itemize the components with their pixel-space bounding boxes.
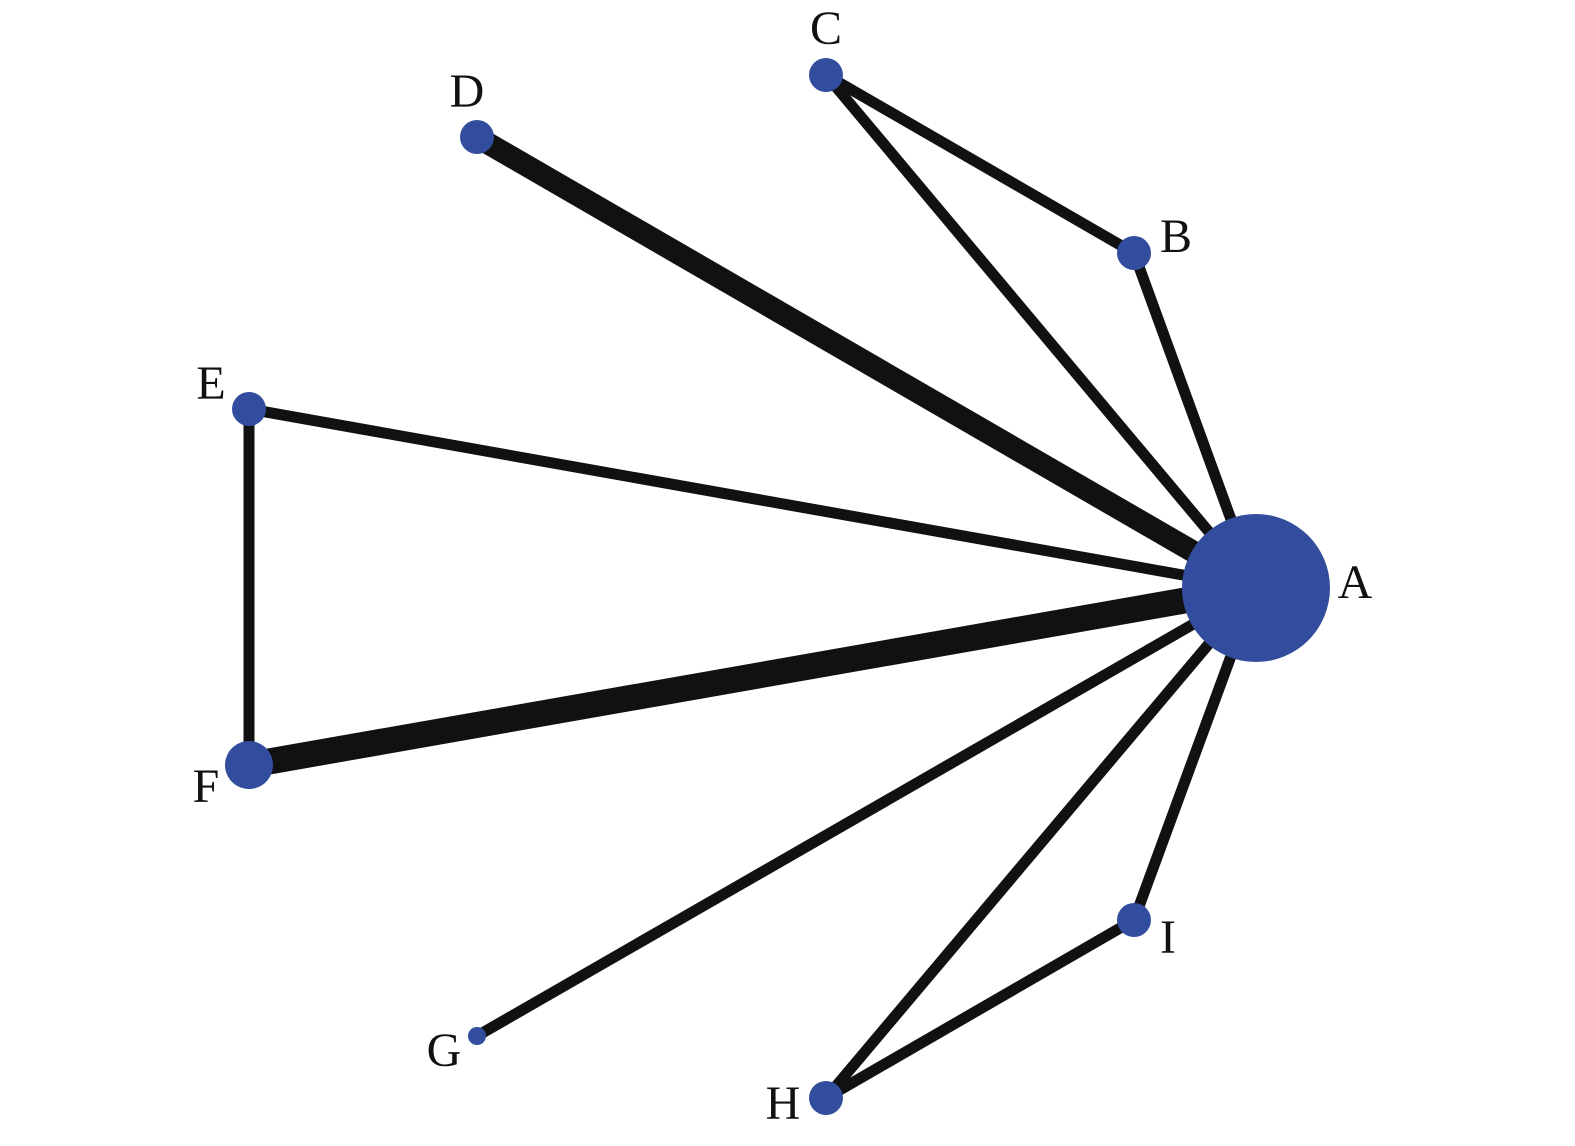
node-label-b: B <box>1160 210 1192 263</box>
edges-layer <box>243 70 1262 1103</box>
node-i <box>1117 903 1151 937</box>
edge-a-d <box>471 127 1262 598</box>
edge-a-h <box>821 584 1261 1102</box>
node-label-c: C <box>810 2 842 55</box>
edge-a-f <box>246 575 1259 778</box>
labels-layer: A B C D E F G H I <box>193 2 1373 1130</box>
node-label-h: H <box>766 1077 801 1130</box>
edge-a-g <box>474 583 1259 1041</box>
node-g <box>468 1027 486 1045</box>
node-c <box>809 58 843 92</box>
edge-h-i <box>823 915 1137 1103</box>
node-label-d: D <box>450 65 485 118</box>
node-e <box>232 392 266 426</box>
node-b <box>1117 236 1151 270</box>
edge-a-e <box>248 403 1257 594</box>
node-label-i: I <box>1160 911 1176 964</box>
node-label-g: G <box>427 1024 462 1077</box>
node-h <box>809 1081 843 1115</box>
node-f <box>225 741 273 789</box>
node-label-a: A <box>1338 556 1373 609</box>
node-d <box>460 120 494 154</box>
node-a <box>1182 514 1330 662</box>
nodes-layer <box>225 58 1330 1115</box>
node-label-e: E <box>196 357 225 410</box>
node-label-f: F <box>193 760 220 813</box>
edge-a-c <box>821 71 1261 592</box>
edge-b-c <box>823 70 1137 258</box>
